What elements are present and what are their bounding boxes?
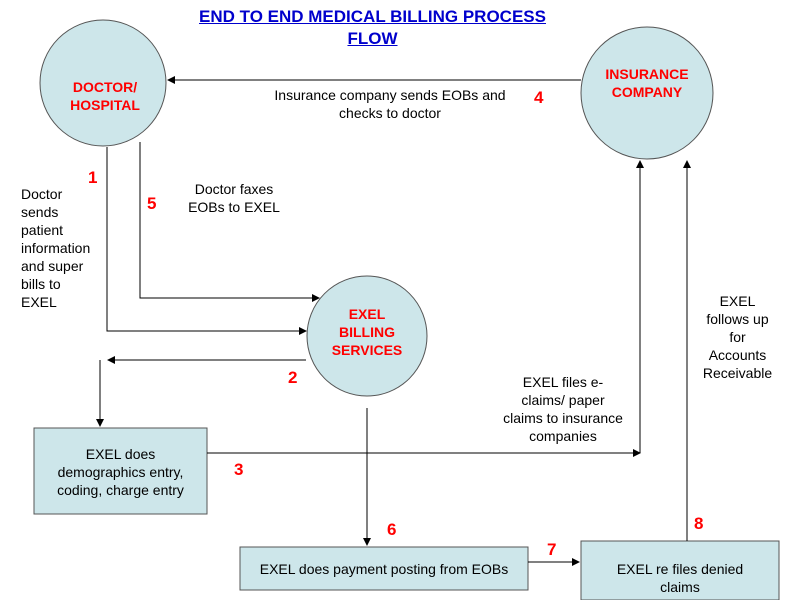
step-4: 4 — [534, 88, 544, 107]
exel-follows-line-2: follows up — [706, 311, 769, 327]
step-5: 5 — [147, 194, 157, 213]
exel-files-line-3: claims to insurance — [503, 410, 623, 426]
demographics-line-3: coding, charge entry — [57, 482, 184, 498]
title-line-2: FLOW — [347, 29, 398, 48]
doctor-sends-line-6: bills to — [21, 276, 61, 292]
step-3: 3 — [234, 460, 244, 479]
demographics-line-1: EXEL does — [85, 446, 156, 462]
refiles-line-2: claims — [660, 579, 700, 595]
arrow-doctor-faxes-to-exel — [139, 142, 320, 302]
step-1: 1 — [88, 168, 98, 187]
insurance-sends-label: Insurance company sends EOBs and checks … — [252, 86, 528, 122]
step-7: 7 — [547, 540, 557, 559]
exel-billing-node — [306, 275, 428, 397]
exel-billing-line-2: BILLING — [339, 324, 395, 340]
step-2: 2 — [288, 368, 298, 387]
doctor-faxes-line-1: Doctor faxes — [194, 181, 274, 197]
refiles-line-1: EXEL re files denied — [616, 561, 744, 577]
insurance-line-2: COMPANY — [611, 84, 683, 100]
exel-follows-line-4: Accounts — [708, 347, 767, 363]
demographics-box — [33, 427, 208, 515]
doctor-sends-line-1: Doctor — [21, 186, 63, 202]
doctor-sends-line-7: EXEL — [21, 294, 57, 310]
doctor-line-1: DOCTOR/ — [72, 79, 138, 95]
doctor-faxes-line-2: EOBs to EXEL — [188, 199, 280, 215]
exel-billing-node-text: EXEL BILLING SERVICES — [308, 305, 426, 359]
demographics-text: EXEL does demographics entry, coding, ch… — [36, 445, 205, 499]
doctor-sends-line-4: information — [21, 240, 91, 256]
step-8: 8 — [694, 514, 704, 533]
exel-follows-label: EXEL follows up for Accounts Receivable — [690, 292, 785, 382]
step-6: 6 — [387, 520, 397, 539]
insurance-sends-line-1: Insurance company sends EOBs and — [274, 87, 506, 103]
exel-follows-line-5: Receivable — [702, 365, 773, 381]
refiles-text: EXEL re files denied claims — [581, 560, 779, 596]
insurance-node-text: INSURANCE COMPANY — [592, 65, 702, 101]
title-line-1: END TO END MEDICAL BILLING PROCESS — [199, 7, 546, 26]
exel-follows-line-1: EXEL — [719, 293, 756, 309]
insurance-sends-line-2: checks to doctor — [339, 105, 441, 121]
payment-posting-box — [239, 546, 529, 591]
payment-posting-line-1: EXEL does payment posting from EOBs — [259, 561, 509, 577]
doctor-sends-line-3: patient — [21, 222, 64, 238]
doctor-line-2: HOSPITAL — [70, 97, 140, 113]
insurance-node — [580, 26, 714, 160]
doctor-node — [39, 19, 167, 147]
exel-billing-line-3: SERVICES — [331, 342, 403, 358]
doctor-faxes-label: Doctor faxes EOBs to EXEL — [174, 180, 294, 216]
diagram-title: END TO END MEDICAL BILLING PROCESS FLOW — [150, 6, 595, 50]
payment-posting-text: EXEL does payment posting from EOBs — [240, 560, 528, 578]
doctor-node-text: DOCTOR/ HOSPITAL — [50, 78, 160, 114]
exel-files-line-2: claims/ paper — [521, 392, 605, 408]
refiles-box — [580, 540, 780, 600]
exel-files-line-1: EXEL files e- — [522, 374, 604, 390]
insurance-line-1: INSURANCE — [605, 66, 689, 82]
demographics-line-2: demographics entry, — [57, 464, 184, 480]
exel-billing-line-1: EXEL — [348, 306, 386, 322]
doctor-sends-line-2: sends — [21, 204, 59, 220]
doctor-sends-line-5: and super — [21, 258, 84, 274]
exel-follows-line-3: for — [729, 329, 746, 345]
doctor-sends-label: Doctor sends patient information and sup… — [21, 185, 111, 311]
arrow-doctor-sends-to-exel — [106, 147, 307, 335]
exel-files-label: EXEL files e- claims/ paper claims to in… — [478, 373, 648, 445]
exel-files-line-4: companies — [529, 428, 597, 444]
